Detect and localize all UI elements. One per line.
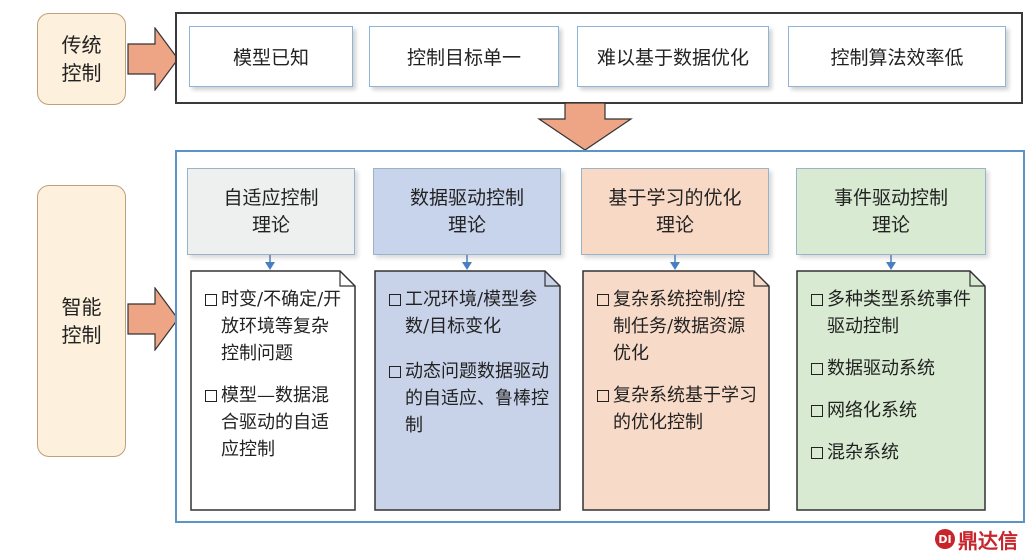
checkbox-icon	[389, 366, 401, 378]
theory-header-adaptive: 自适应控制 理论	[187, 168, 355, 255]
intelligent-label-line1: 智能	[61, 295, 102, 319]
down-arrow	[537, 102, 633, 151]
detail-card-event: 多种类型系统事件驱动控制 数据驱动系统 网络化系统 混杂系统	[796, 270, 986, 511]
connector-learning	[670, 255, 680, 270]
traditional-control-label: 传统 控制	[37, 13, 126, 105]
checkbox-icon	[811, 447, 823, 459]
theory-title-event-2: 理论	[871, 213, 910, 236]
checkbox-icon	[205, 294, 217, 306]
detail-item-text: 模型—数据混合驱动的自适应控制	[221, 385, 329, 460]
detail-item: 混杂系统	[809, 439, 976, 466]
card-shape-adaptive	[190, 270, 356, 511]
detail-item: 复杂系统基于学习的优化控制	[595, 382, 760, 436]
detail-card-learning: 复杂系统控制/控制任务/数据资源优化 复杂系统基于学习的优化控制	[582, 270, 770, 511]
checkbox-icon	[597, 390, 609, 402]
checkbox-icon	[811, 363, 823, 375]
card-shape-event	[796, 270, 986, 511]
intelligent-label-line2: 控制	[61, 323, 102, 347]
property-text-4: 控制算法效率低	[830, 47, 964, 69]
property-text-3: 难以基于数据优化	[596, 47, 749, 69]
detail-item-text: 混杂系统	[827, 442, 899, 463]
checkbox-icon	[597, 294, 609, 306]
property-text-1: 模型已知	[232, 47, 309, 69]
connector-adaptive	[265, 255, 275, 270]
right-arrow-bottom	[127, 287, 179, 351]
connector-event	[886, 255, 896, 270]
detail-item-text: 时变/不确定/开放环境等复杂控制问题	[221, 289, 342, 364]
theory-header-event: 事件驱动控制 理论	[796, 168, 986, 255]
theory-title-adaptive-1: 自适应控制	[223, 186, 319, 209]
detail-item: 网络化系统	[809, 397, 976, 424]
theory-title-learning-1: 基于学习的优化	[608, 186, 742, 209]
checkbox-icon	[389, 294, 401, 306]
connector-data-driven	[462, 255, 472, 270]
watermark-logo-icon: DI	[935, 529, 955, 549]
detail-item: 工况环境/模型参数/目标变化	[387, 286, 551, 340]
detail-item: 数据驱动系统	[809, 355, 976, 382]
detail-item: 动态问题数据驱动的自适应、鲁棒控制	[387, 358, 551, 439]
property-box-4: 控制算法效率低	[788, 26, 1006, 87]
watermark-text: 鼎达信	[958, 528, 1018, 553]
traditional-label-line2: 控制	[61, 61, 102, 85]
traditional-label-line1: 传统	[61, 33, 102, 57]
theory-header-learning: 基于学习的优化 理论	[581, 168, 769, 255]
checkbox-icon	[811, 405, 823, 417]
theory-title-learning-2: 理论	[655, 213, 694, 236]
property-box-2: 控制目标单一	[369, 26, 559, 87]
detail-item-text: 数据驱动系统	[827, 358, 935, 379]
detail-card-data-driven: 工况环境/模型参数/目标变化 动态问题数据驱动的自适应、鲁棒控制	[374, 270, 561, 511]
detail-card-adaptive: 时变/不确定/开放环境等复杂控制问题 模型—数据混合驱动的自适应控制	[190, 270, 356, 511]
detail-item-text: 多种类型系统事件驱动控制	[827, 289, 971, 337]
detail-item-text: 工况环境/模型参数/目标变化	[405, 289, 538, 337]
right-arrow-top	[127, 27, 179, 91]
checkbox-icon	[811, 294, 823, 306]
theory-title-data-driven-1: 数据驱动控制	[409, 186, 524, 209]
detail-item: 时变/不确定/开放环境等复杂控制问题	[203, 286, 346, 367]
detail-item-text: 复杂系统控制/控制任务/数据资源优化	[613, 289, 746, 364]
detail-item: 多种类型系统事件驱动控制	[809, 286, 976, 340]
property-text-2: 控制目标单一	[406, 47, 521, 69]
watermark: DI 鼎达信	[935, 525, 1031, 553]
theory-title-adaptive-2: 理论	[251, 213, 290, 236]
card-shape-data-driven	[374, 270, 561, 511]
detail-item-text: 网络化系统	[827, 400, 917, 421]
property-box-3: 难以基于数据优化	[577, 26, 769, 87]
card-shape-learning	[582, 270, 770, 511]
detail-item-text: 动态问题数据驱动的自适应、鲁棒控制	[405, 361, 549, 436]
theory-title-event-1: 事件驱动控制	[833, 186, 948, 209]
theory-header-data-driven: 数据驱动控制 理论	[373, 168, 561, 255]
detail-item: 复杂系统控制/控制任务/数据资源优化	[595, 286, 760, 367]
detail-item-text: 复杂系统基于学习的优化控制	[613, 385, 757, 433]
property-box-1: 模型已知	[189, 26, 353, 87]
checkbox-icon	[205, 390, 217, 402]
theory-title-data-driven-2: 理论	[447, 213, 486, 236]
detail-item: 模型—数据混合驱动的自适应控制	[203, 382, 346, 463]
intelligent-control-label: 智能 控制	[37, 185, 126, 457]
